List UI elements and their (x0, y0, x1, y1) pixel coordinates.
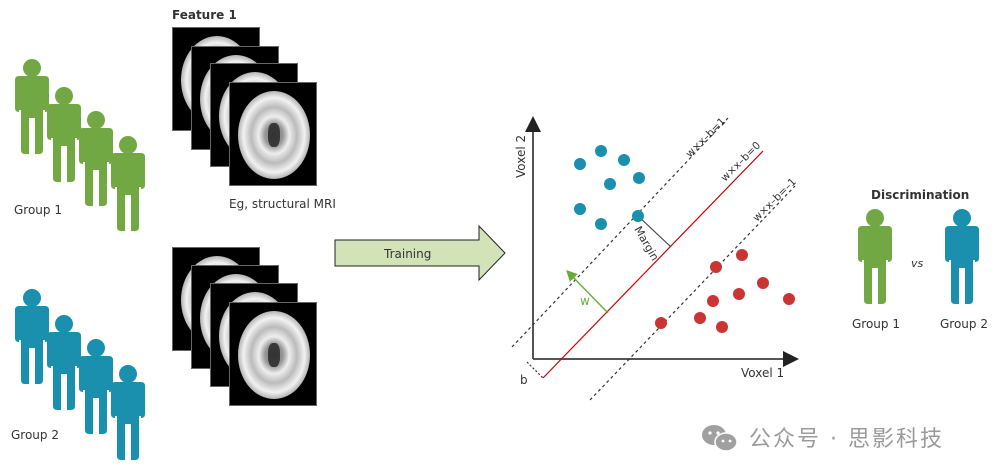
group1-label: Group 1 (14, 203, 62, 217)
person-icon (79, 111, 113, 206)
person-icon (111, 365, 145, 460)
class2-point (707, 295, 719, 307)
margin-label: Margin (631, 224, 661, 263)
class1-point (595, 145, 607, 157)
upper-margin-label: w×x–b=1 (684, 116, 729, 161)
class2-point (757, 277, 769, 289)
class2-points (655, 249, 795, 333)
class2-point (736, 249, 748, 261)
discrimination-group1-label: Group 1 (852, 317, 900, 331)
upper-margin-line (511, 117, 729, 348)
class1-point (632, 210, 644, 222)
feature-caption: Eg, structural MRI (229, 197, 336, 211)
bias-label: b (520, 373, 528, 387)
class1-points (574, 145, 645, 230)
class2-point (716, 321, 728, 333)
watermark: 公众号 · 思影科技 (700, 421, 944, 455)
lower-margin-line (589, 185, 796, 401)
lower-margin-label: w×x–b=–1 (751, 176, 799, 224)
mri-slice (229, 82, 317, 186)
person-icon (15, 59, 49, 154)
y-axis-label: Voxel 2 (514, 135, 528, 178)
x-axis-label: Voxel 1 (741, 366, 784, 380)
group2-label: Group 2 (11, 428, 59, 442)
person-icon (47, 87, 81, 182)
class2-point (710, 261, 722, 273)
training-arrow (334, 224, 506, 282)
discrimination-group2-label: Group 2 (940, 317, 988, 331)
hyperplane-label: w×x–b=0 (719, 140, 764, 185)
person-icon (79, 339, 113, 434)
wechat-icon (702, 425, 738, 452)
class1-point (604, 178, 616, 190)
weight-label: w (580, 294, 590, 308)
weight-vector-arrow (566, 269, 609, 314)
class2-point (655, 317, 667, 329)
class1-point (574, 203, 586, 215)
person-icon (111, 136, 145, 231)
vs-label: vs (911, 257, 924, 270)
person-icon (47, 315, 81, 410)
mri-slice (229, 302, 317, 406)
hyperplane-line (542, 150, 764, 379)
person-icon (15, 289, 49, 384)
group2-person-icon (945, 209, 979, 304)
class2-point (733, 288, 745, 300)
discrimination-title: Discrimination (871, 188, 970, 202)
class1-point (633, 172, 645, 184)
class1-point (595, 218, 607, 230)
group1-person-icon (858, 209, 892, 304)
bias-line (526, 361, 544, 379)
margin-segment (637, 215, 672, 248)
class2-point (694, 312, 706, 324)
watermark-text: 公众号 · 思影科技 (749, 427, 944, 452)
class1-point (574, 158, 586, 170)
class2-point (783, 293, 795, 305)
feature-title: Feature 1 (172, 8, 237, 22)
training-label: Training (383, 247, 431, 261)
class1-point (618, 154, 630, 166)
